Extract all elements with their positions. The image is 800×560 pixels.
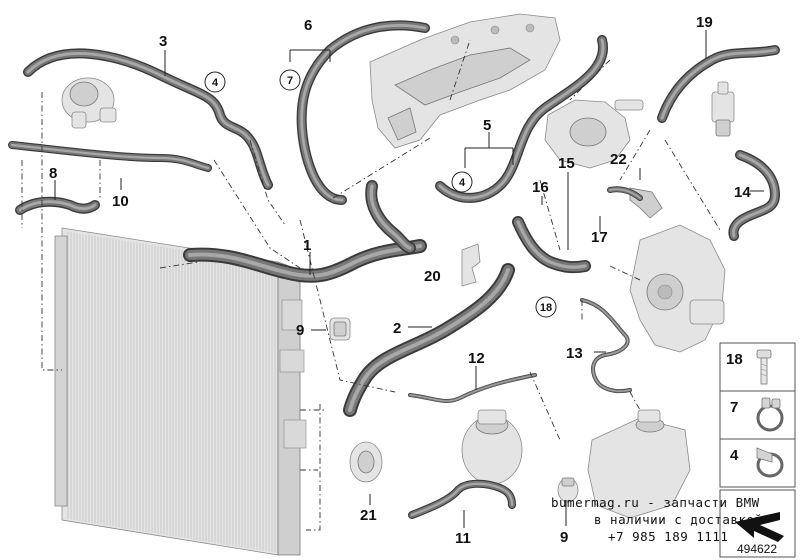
circled-callout-18: 18 xyxy=(535,296,557,318)
svg-text:4: 4 xyxy=(459,177,466,189)
fastener-legend: 18 7 4 xyxy=(719,342,796,488)
connector-9-lower xyxy=(557,477,579,503)
hose-clip-icon xyxy=(756,447,784,478)
callout-11: 11 xyxy=(455,530,471,547)
hose-6 xyxy=(296,20,430,205)
hose-10 xyxy=(8,141,212,172)
legend-number: 7 xyxy=(730,399,738,416)
thermostat-housing xyxy=(544,99,644,169)
callouts: 1 2 3 5 6 8 9 9 10 11 12 13 14 15 16 17 … xyxy=(49,14,751,547)
hose-5 xyxy=(435,35,608,203)
hose-11 xyxy=(408,479,516,519)
diagram-id: 494622 xyxy=(737,542,777,556)
legend-number: 18 xyxy=(726,351,743,368)
legend-row-4: 4 xyxy=(730,447,784,478)
hose-15 xyxy=(512,216,591,274)
callout-17: 17 xyxy=(591,229,608,246)
svg-text:7: 7 xyxy=(287,75,293,87)
callout-9-upper: 9 xyxy=(296,322,304,339)
callout-8: 8 xyxy=(49,165,57,182)
legend-row-7: 7 xyxy=(730,397,784,432)
watermark-line-3: +7 985 189 1111 xyxy=(608,529,728,544)
assembly-lines xyxy=(21,39,721,531)
circled-callout-4-b: 4 xyxy=(451,171,473,193)
connector-21 xyxy=(349,441,383,483)
callout-9-lower: 9 xyxy=(560,529,568,546)
hose-2 xyxy=(343,263,515,417)
coolant-hoses xyxy=(8,20,780,519)
hose-1b xyxy=(365,180,416,254)
callout-2: 2 xyxy=(393,320,401,337)
callout-19: 19 xyxy=(696,14,713,31)
callout-13: 13 xyxy=(566,345,583,362)
coolant-sensor xyxy=(711,81,735,137)
spring-clamp-icon xyxy=(756,397,784,432)
expansion-tank-large xyxy=(587,409,691,519)
callout-20: 20 xyxy=(424,268,441,285)
callout-21: 21 xyxy=(360,507,377,524)
hose-1 xyxy=(183,239,427,283)
svg-text:18: 18 xyxy=(540,302,552,314)
radiator xyxy=(54,227,307,556)
hose-bracket xyxy=(461,243,481,287)
callout-15: 15 xyxy=(558,155,575,172)
watermark: bumermag.ru - запчасти BMW в наличии с д… xyxy=(551,495,763,544)
callout-14: 14 xyxy=(734,184,751,201)
circled-callout-4-a: 4 xyxy=(204,71,226,93)
legend-number: 4 xyxy=(730,447,739,464)
leader-lines xyxy=(54,30,764,528)
callout-3: 3 xyxy=(159,33,167,50)
callout-10: 10 xyxy=(112,193,129,210)
expansion-tank-small xyxy=(461,409,523,485)
legend-row-18: 18 xyxy=(726,349,772,385)
bolt-icon xyxy=(756,349,772,385)
callout-16: 16 xyxy=(532,179,549,196)
hose-19 xyxy=(657,45,780,123)
watermark-line-1: bumermag.ru - запчасти BMW xyxy=(551,495,760,510)
hose-22 xyxy=(607,186,643,201)
hose-13 xyxy=(580,298,632,394)
hose-14 xyxy=(728,150,780,241)
intake-manifold xyxy=(369,13,561,149)
hose-8 xyxy=(15,196,100,215)
connector-9-upper xyxy=(329,317,351,341)
hose-3 xyxy=(23,48,273,190)
callout-22: 22 xyxy=(610,151,627,168)
hose-12 xyxy=(408,373,537,403)
watermark-line-2: в наличии с доставкой xyxy=(594,512,763,527)
diagram-id-box: 494622 xyxy=(719,489,796,558)
callout-1: 1 xyxy=(303,237,311,254)
callout-5: 5 xyxy=(483,117,491,134)
circled-callouts: 4 7 4 18 xyxy=(204,69,557,318)
water-pump-housing xyxy=(629,224,726,353)
auxiliary-water-pump xyxy=(61,77,117,129)
svg-text:4: 4 xyxy=(212,77,219,89)
circled-callout-7: 7 xyxy=(279,69,301,91)
callout-12: 12 xyxy=(468,350,485,367)
callout-6: 6 xyxy=(304,17,312,34)
